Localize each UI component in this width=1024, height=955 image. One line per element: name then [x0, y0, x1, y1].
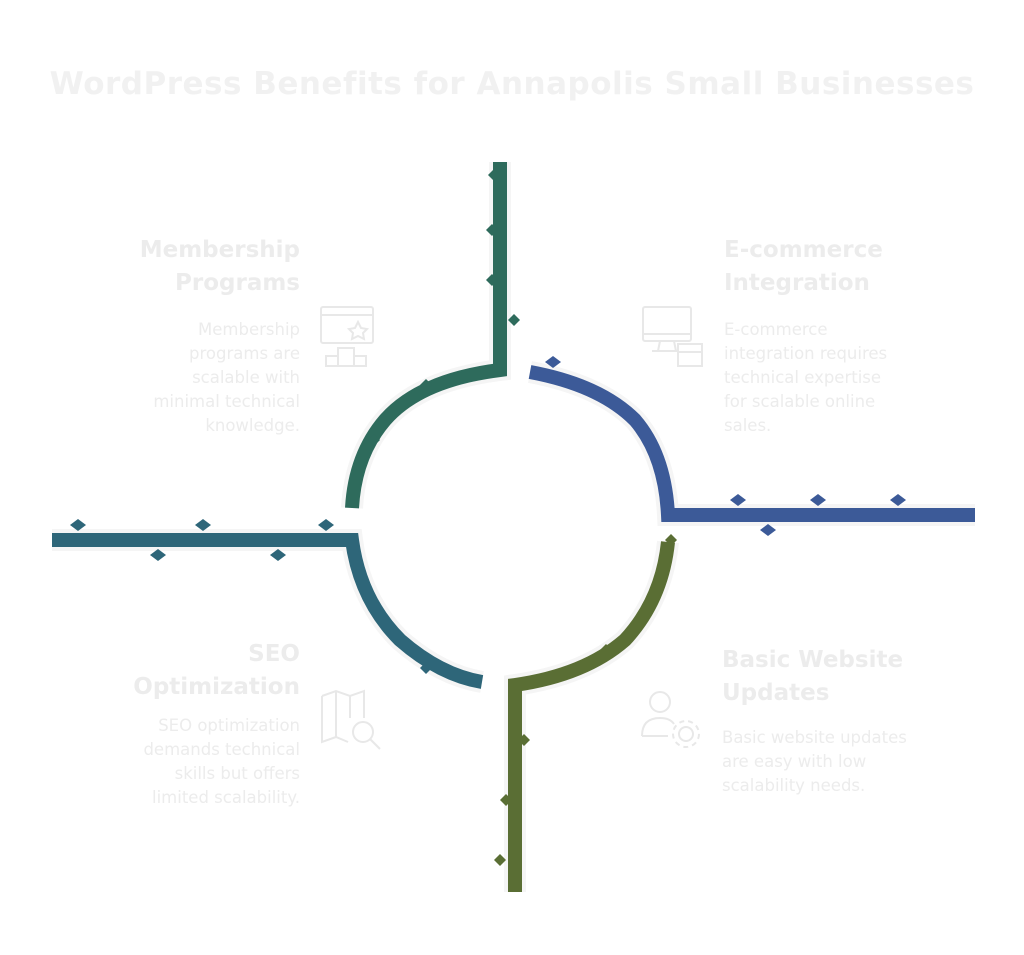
membership-desc-line: scalable with	[192, 368, 300, 387]
accents-seo	[70, 519, 432, 674]
basic-heading: Basic Website Updates	[722, 644, 1002, 710]
ecommerce-desc-line: sales.	[724, 416, 772, 435]
basic-heading-line1: Basic Website	[722, 647, 904, 673]
accents-membership	[368, 169, 520, 446]
arc-seo	[52, 529, 485, 693]
ecommerce-desc-line: for scalable online	[724, 392, 876, 411]
basic-desc-line: Basic website updates	[722, 728, 907, 747]
accents-ecommerce	[545, 356, 906, 536]
membership-badge-icon	[318, 304, 384, 370]
arc-basic	[504, 540, 679, 892]
membership-desc-line: minimal technical	[153, 392, 300, 411]
diagram-title: WordPress Benefits for Annapolis Small B…	[49, 66, 975, 102]
arc-membership-stroke	[345, 162, 507, 509]
seo-description: SEO optimization demands technical skill…	[40, 714, 300, 810]
accents-basic	[494, 534, 677, 866]
seo-heading-line2: Optimization	[133, 674, 300, 700]
arc-ecommerce-stroke	[528, 365, 975, 522]
ecommerce-desc-line: E-commerce	[724, 320, 828, 339]
ecommerce-desc-line: technical expertise	[724, 368, 882, 387]
seo-heading: SEO Optimization	[60, 638, 300, 704]
computer-box-icon	[640, 304, 706, 370]
arc-basic-stroke	[508, 541, 675, 892]
ecommerce-heading-line2: Integration	[724, 270, 870, 296]
membership-heading: Membership Programs	[60, 234, 300, 300]
seo-desc-line: SEO optimization	[158, 716, 300, 735]
seo-desc-line: limited scalability.	[152, 788, 300, 807]
arc-seo-stroke	[52, 533, 484, 689]
seo-heading-line1: SEO	[248, 641, 300, 667]
arc-membership	[341, 162, 511, 509]
ecommerce-heading: E-commerce Integration	[724, 234, 984, 300]
seo-desc-line: skills but offers	[174, 764, 300, 783]
membership-desc-line: Membership	[198, 320, 300, 339]
membership-heading-line1: Membership	[139, 237, 300, 263]
basic-desc-line: scalability needs.	[722, 776, 866, 795]
ecommerce-heading-line1: E-commerce	[724, 237, 883, 263]
basic-desc-line: are easy with low	[722, 752, 867, 771]
seo-desc-line: demands technical	[143, 740, 300, 759]
basic-description: Basic website updates are easy with low …	[722, 726, 1012, 798]
membership-heading-line2: Programs	[175, 270, 300, 296]
membership-desc-line: programs are	[189, 344, 300, 363]
arc-ecommerce	[527, 361, 975, 526]
membership-desc-line: knowledge.	[205, 416, 300, 435]
ecommerce-desc-line: integration requires	[724, 344, 888, 363]
user-gear-icon	[638, 688, 704, 754]
ecommerce-description: E-commerce integration requires technica…	[724, 318, 1004, 438]
map-search-icon	[318, 688, 384, 754]
basic-heading-line2: Updates	[722, 680, 830, 706]
membership-description: Membership programs are scalable with mi…	[60, 318, 300, 438]
